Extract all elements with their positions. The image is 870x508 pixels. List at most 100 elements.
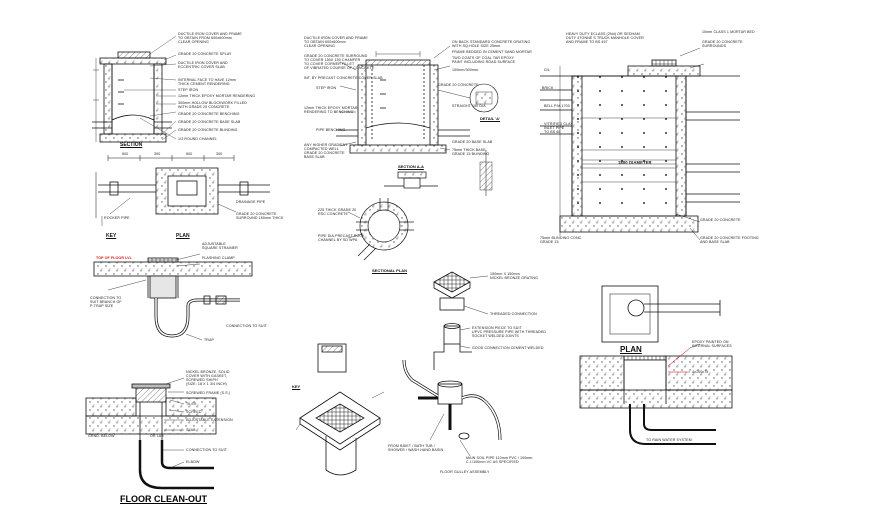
note: SCREWED SHIPH bbox=[186, 378, 218, 382]
left-label: BRICK bbox=[542, 86, 554, 90]
left-label: INLET PIPE bbox=[544, 126, 565, 130]
note: 100mm/300mm bbox=[452, 68, 479, 72]
note: SURROUND 150mm THICK bbox=[236, 216, 284, 220]
note: DUTY 4TONNE S TRUCK MANHOLE COVER bbox=[566, 36, 644, 40]
note: INTERNAL FACE TO HAVE 12mm bbox=[178, 78, 236, 82]
dimension-label: 300 bbox=[154, 152, 161, 156]
note: OR LAB bbox=[150, 434, 164, 438]
note: GRADE 20 CONCRETE SPLAY bbox=[178, 52, 232, 56]
note: TILES bbox=[186, 402, 197, 406]
note: AND BASE SLAB bbox=[700, 240, 730, 244]
note: SOCKET WELDED JOINTS bbox=[472, 334, 519, 338]
manhole-section-drawing bbox=[92, 51, 172, 143]
note: ADJUSTABLE bbox=[202, 242, 226, 246]
note: GRADE 20 CONCRETE BENCHING bbox=[178, 112, 240, 116]
drawing-title: FLOOR CLEAN-OUT bbox=[120, 494, 207, 504]
note: 75mm THICK BASE bbox=[452, 148, 486, 152]
note: STEP IRON bbox=[178, 88, 199, 92]
note: CONNECTION TO SUIT bbox=[226, 324, 268, 328]
right-manhole-drawing bbox=[540, 47, 740, 241]
left-label: G/L bbox=[544, 68, 551, 72]
note: P-TRAP SIZE bbox=[90, 304, 114, 308]
note: DUCTILE IRON COVER AND FRAME bbox=[178, 32, 242, 36]
plan-heading: PLAN bbox=[176, 233, 190, 239]
note: TRAP bbox=[204, 338, 214, 342]
note: FROM BIDET / BATH TUB / bbox=[388, 444, 435, 448]
note: DUCTILE IRON COVER AND bbox=[178, 61, 228, 65]
note: SCREWED FRAME (S.S.) bbox=[186, 391, 231, 395]
note: NICKEL BRONZE, SOLID bbox=[186, 370, 230, 374]
note: (SIZE: 18 X 1 3/4 INCH) bbox=[186, 382, 227, 386]
note: PIPE BENCHING bbox=[316, 128, 346, 132]
note: 4x100x75 bbox=[692, 370, 709, 374]
note: SCREED bbox=[186, 410, 202, 414]
note: CHANNEL BY SD WPA bbox=[318, 238, 358, 242]
note: SHOWER / WASH HAND BASIN bbox=[388, 448, 444, 452]
plan-heading: PLAN bbox=[620, 345, 642, 354]
note: GRADE 20 CONCRETE bbox=[304, 151, 345, 155]
note: CLEAR OPENING bbox=[178, 40, 209, 44]
note: BASE SLAB bbox=[304, 155, 325, 159]
note: EPOXY PAINTED ON bbox=[692, 340, 729, 344]
note: SQUARE STRAINER bbox=[202, 246, 238, 250]
note: GRADE 15 BLINDING bbox=[452, 152, 490, 156]
note: DRAINAGE PIPE bbox=[236, 200, 266, 204]
note: GRADE 20 BASE SLAB bbox=[452, 140, 493, 144]
note: FRAME BEDDED IN CEMENT SAND MORTAR bbox=[452, 50, 532, 54]
note: WITH SQ.HOLE SIZE 25mm bbox=[452, 44, 501, 48]
note: THICK CEMENT RENDERING bbox=[178, 82, 230, 86]
left-label: BELL P.M.1700 bbox=[544, 104, 570, 108]
manhole-plan-drawing bbox=[95, 155, 270, 226]
note: TO OBTAIN 600x600mm bbox=[304, 40, 346, 44]
note: STEP IRON bbox=[316, 86, 337, 90]
note: TO OBTAIN FROM 600x600mm bbox=[178, 36, 232, 40]
note: 300mm HOLLOW BLOCKWORK FILLED bbox=[178, 101, 247, 105]
center-section-aa-drawing bbox=[384, 150, 493, 196]
note: PAINT INCLUDING ROAD SURFACE bbox=[452, 60, 516, 64]
note: NICKEL BRONZE GRATING bbox=[490, 276, 539, 280]
left-label: TO BS 65 bbox=[544, 130, 561, 134]
note: 10mm CLASS 1 MORTAR BED bbox=[702, 30, 755, 34]
note: ON BACK STANDARD CONCRETE GRATING bbox=[452, 40, 531, 44]
note: ECCENTRIC COVER SLAB bbox=[178, 65, 225, 69]
note: TO RAIN WATER SYSTEM bbox=[646, 438, 692, 442]
note: TWO COATS OF COAL TAR EPOXY bbox=[452, 56, 515, 60]
note: GRADE 20 CONCRETE bbox=[236, 212, 277, 216]
note: GRADE 20 CONCRETE FOOTING bbox=[700, 236, 759, 240]
note: 150mm X 150mm bbox=[490, 272, 520, 276]
note: 12mm THICK EPOXY MORTAR bbox=[304, 106, 358, 110]
right-section-drawing bbox=[579, 343, 733, 445]
gully-exploded-drawing bbox=[402, 271, 502, 457]
note: 12mm THICK EPOXY MORTAR RENDERING bbox=[178, 94, 256, 98]
note: COVER WITH GASKET, bbox=[186, 374, 227, 378]
note: GRADE 20 CONCRETE SURROUND bbox=[304, 54, 368, 58]
note: 1/2 ROUND CHANNEL bbox=[178, 137, 218, 141]
note: FLASHING CLAMP bbox=[202, 256, 235, 260]
note: CONNECTION TO bbox=[90, 296, 122, 300]
note: SUIT BRANCH OF bbox=[90, 300, 122, 304]
note: INTERNAL SURFACES bbox=[692, 344, 732, 348]
note: WITH GRADE 20 CONCRETE bbox=[178, 105, 230, 109]
dimension-label: 600 bbox=[186, 152, 193, 156]
floor-trap-drawing bbox=[93, 253, 253, 341]
note: COMPACTED WELL bbox=[304, 147, 339, 151]
note: GRADE 20 CONCRETE BLINDING bbox=[178, 128, 238, 132]
note: TO COVER CORNER FILLET bbox=[304, 62, 355, 66]
note: MAIN SOIL PIPE 110mm PVC / 100mm bbox=[466, 456, 533, 460]
note: GRADE 20 CONCRETE bbox=[438, 83, 479, 87]
note: UPVC PRESSURE PIPE WITH THREADED bbox=[472, 330, 547, 334]
note: SLAB bbox=[186, 428, 196, 432]
right-plan-drawing bbox=[601, 285, 721, 343]
clean-out-section-drawing bbox=[85, 377, 217, 490]
sectional-plan-label: SECTIONAL PLAN bbox=[372, 268, 408, 273]
left-label: VITRIFIED CLAY bbox=[544, 122, 573, 126]
note: PIPE DIA.PRECAST ROCK bbox=[318, 234, 365, 238]
note: FLOOR GULLEY ASSEMBLY bbox=[440, 470, 490, 474]
note: RENDERING TO BENCHING bbox=[304, 110, 354, 114]
dimension-label: 300 bbox=[216, 152, 223, 156]
note: GRADE 20 CONCRETE bbox=[700, 218, 741, 222]
note: 225 THICK GRADE 20 bbox=[318, 208, 357, 212]
note: C.I./100mm VC AS SPECIFIED bbox=[466, 460, 519, 464]
key-label: KEY bbox=[106, 233, 117, 239]
